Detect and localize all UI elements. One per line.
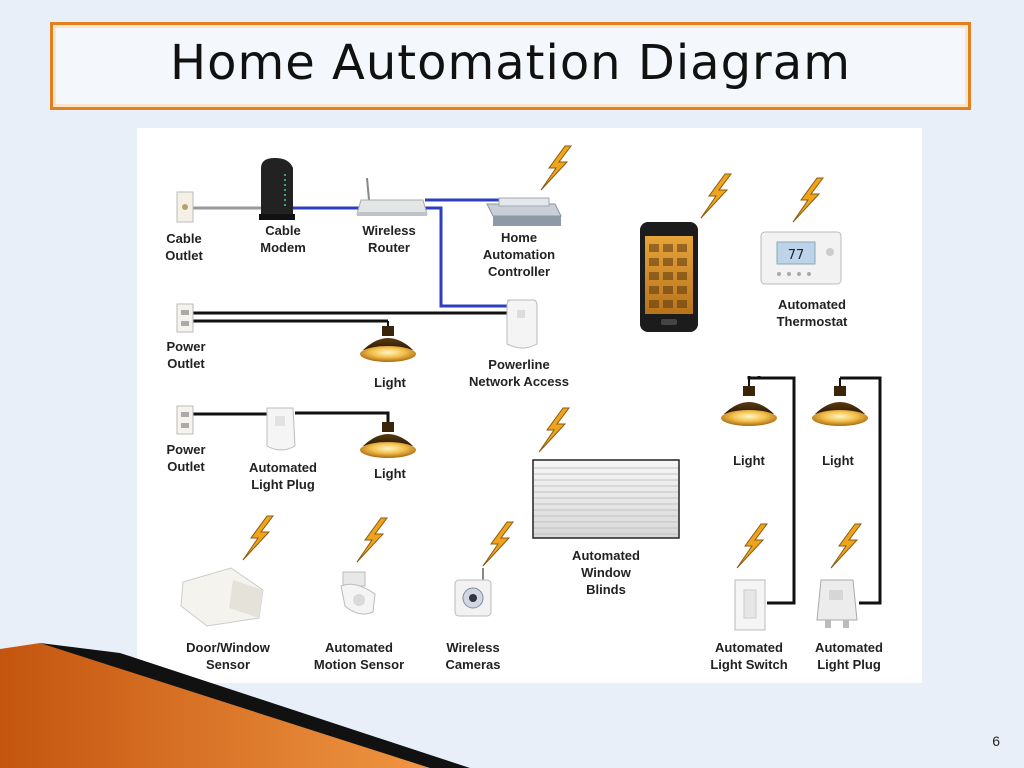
light-1-icon xyxy=(360,326,416,362)
bolt-icon-light-switch xyxy=(736,523,768,569)
plug-to-light-wire xyxy=(295,411,390,428)
cable-modem xyxy=(259,158,295,220)
automated-light-plug-2-icon xyxy=(816,579,858,628)
automated-light-plug-1-icon xyxy=(266,407,296,451)
diagram-panel: 77 xyxy=(137,128,922,683)
wireless-camera-icon xyxy=(454,568,492,617)
label-light-4: Light xyxy=(822,453,854,468)
bolt-icon-light-plug-2 xyxy=(830,523,862,569)
plug-to-light4-wire xyxy=(840,376,882,605)
network-wire-router-powerline xyxy=(425,206,507,308)
light-switch-icon xyxy=(734,579,766,631)
powerline-adapter-icon xyxy=(506,299,538,349)
label-light-3: Light xyxy=(733,453,765,468)
light-3-icon xyxy=(721,378,777,426)
smartphone-icon xyxy=(640,222,698,332)
bolt-icon-phone xyxy=(700,173,732,219)
thermostat-icon: 77 xyxy=(760,231,842,285)
thermostat-reading: 77 xyxy=(788,248,805,263)
wireless-router xyxy=(356,177,428,216)
motion-sensor-icon xyxy=(340,571,376,615)
home-automation-controller xyxy=(486,197,562,226)
bolt-icon-thermostat xyxy=(792,177,824,223)
bolt-icon-motion-sensor xyxy=(356,517,388,563)
label-light-2: Light xyxy=(374,466,406,481)
decorative-corner xyxy=(0,643,470,768)
light3-cord xyxy=(747,376,794,380)
door-window-sensor-icon xyxy=(180,567,264,627)
cable-outlet xyxy=(176,191,194,223)
diagram-canvas: 77 xyxy=(176,145,882,631)
bolt-icon-door-sensor xyxy=(242,515,274,561)
bolt-icon-controller xyxy=(540,145,572,191)
power-outlet-2 xyxy=(176,405,194,435)
bolt-icon-blinds xyxy=(538,407,570,453)
label-light-1: Light xyxy=(374,375,406,390)
light-4-icon xyxy=(812,378,868,426)
title-box: Home Automation Diagram xyxy=(50,22,971,110)
bolt-icon-camera xyxy=(482,521,514,567)
slide-title: Home Automation Diagram xyxy=(170,35,851,91)
light-2-icon xyxy=(360,422,416,458)
power-outlet-1 xyxy=(176,303,194,333)
window-blinds-icon xyxy=(532,459,680,539)
page-number: 6 xyxy=(992,733,1000,749)
